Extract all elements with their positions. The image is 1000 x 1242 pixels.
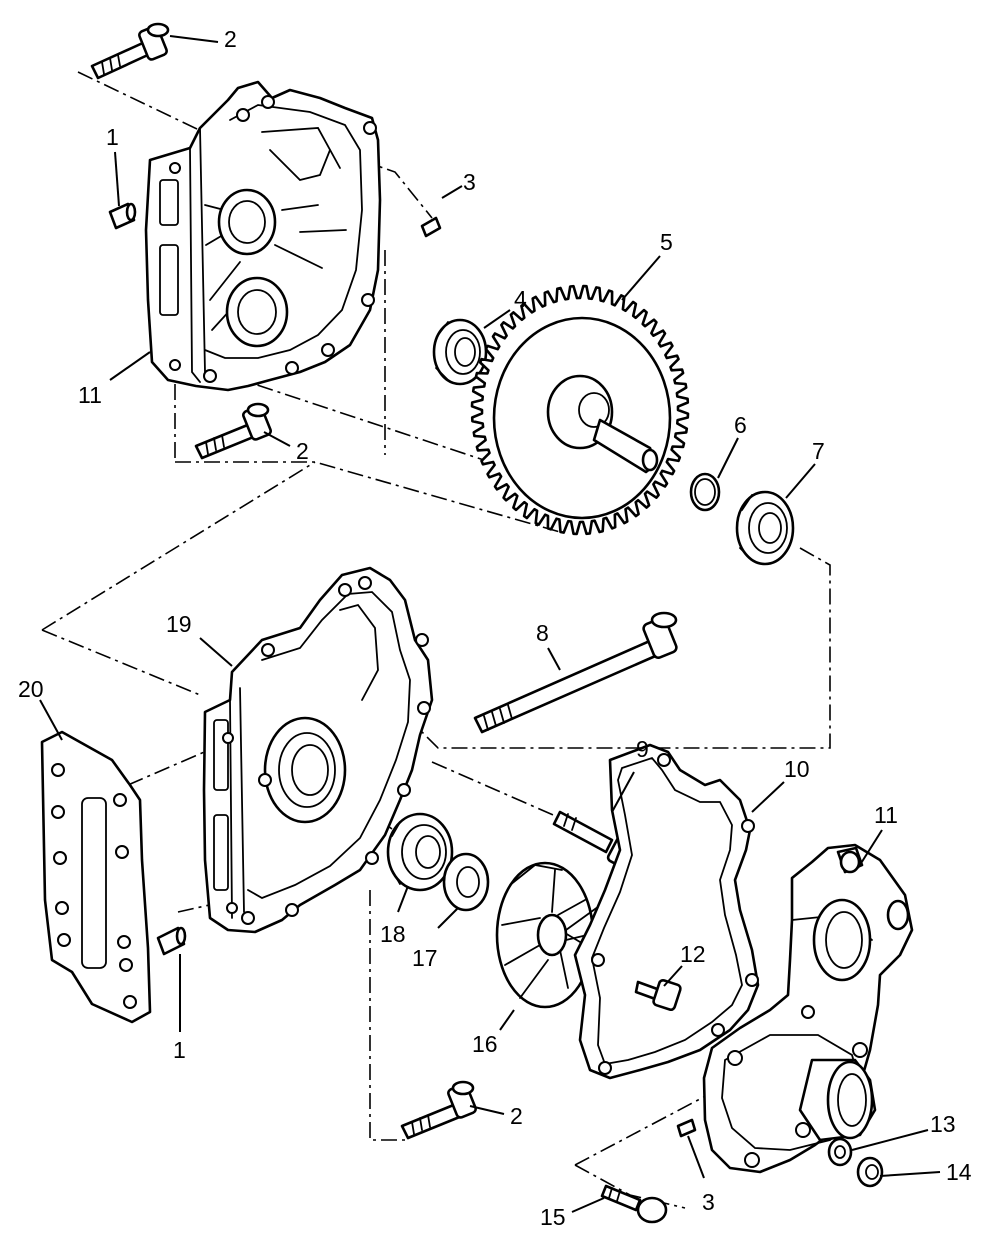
pin-top: [420, 216, 442, 238]
plug-14: [856, 1156, 884, 1188]
callout-15: 15: [540, 1204, 566, 1230]
bolt-middle: [194, 402, 272, 460]
callout-12: 12: [680, 941, 706, 967]
callout-1-bottom: 1: [173, 1037, 186, 1063]
callout-16: 16: [472, 1031, 498, 1057]
bolt-bottom: [400, 1080, 477, 1140]
o-ring-6: [689, 472, 721, 512]
callout-18: 18: [380, 921, 406, 947]
callout-6: 6: [734, 412, 747, 438]
callout-5: 5: [660, 229, 673, 255]
callout-14: 14: [946, 1159, 972, 1185]
callout-3-top: 3: [463, 169, 476, 195]
callout-2-top: 2: [224, 26, 237, 52]
callout-11-pump-housing: 11: [874, 802, 898, 828]
impeller-16: [495, 861, 603, 1009]
bearing-4: [432, 318, 488, 386]
bolt-top: [90, 22, 170, 80]
callout-7: 7: [812, 438, 825, 464]
callout-19: 19: [166, 611, 192, 637]
callout-2-middle: 2: [296, 438, 309, 464]
bolt-12: [634, 978, 682, 1012]
main-housing-19: [202, 566, 434, 934]
callout-17: 17: [412, 945, 438, 971]
callout-numbers: 2 1 3 11 2 5 4 6 7 8 19 20 9 10 11 18 17…: [18, 26, 972, 1230]
callout-20: 20: [18, 676, 44, 702]
callout-1-top: 1: [106, 124, 119, 150]
callout-9: 9: [636, 736, 649, 762]
bolt-15: [600, 1184, 668, 1224]
callout-10: 10: [784, 756, 810, 782]
bearing-7: [735, 490, 795, 566]
pump-housing-11: [702, 843, 914, 1174]
dowel-pin-top: [108, 202, 137, 230]
callout-2-bottom: 2: [510, 1103, 523, 1129]
callout-4: 4: [514, 286, 527, 312]
gear-5: [470, 284, 690, 536]
pin-bottom: [676, 1118, 697, 1138]
callout-13: 13: [930, 1111, 956, 1137]
gasket-20: [40, 730, 152, 1024]
seal-18: [386, 812, 454, 892]
dowel-pin-bottom: [156, 926, 187, 956]
callout-3-bottom: 3: [702, 1189, 715, 1215]
callout-leader-lines: [39, 35, 941, 1213]
callout-8: 8: [536, 620, 549, 646]
long-bolt-8: [473, 611, 678, 734]
upper-cover: [144, 80, 382, 392]
callout-11-upper-cover: 11: [78, 382, 102, 408]
gasket-10: [573, 743, 760, 1080]
washer-17: [442, 852, 490, 912]
washer-13: [827, 1137, 853, 1167]
